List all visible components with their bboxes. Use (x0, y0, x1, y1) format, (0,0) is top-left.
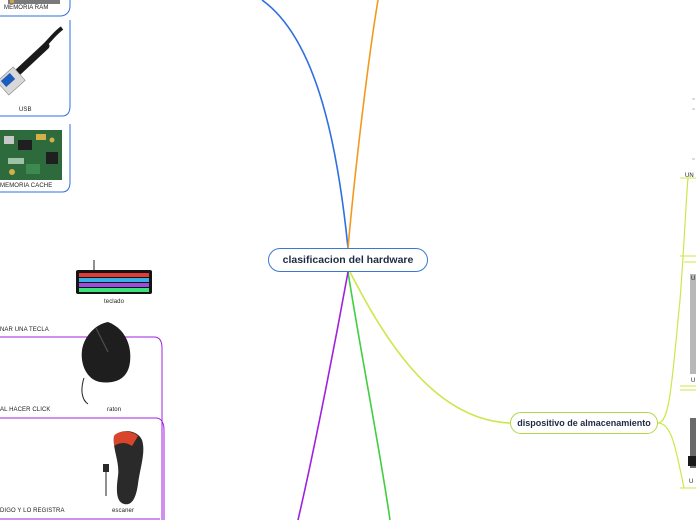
storage-image-2 (688, 418, 696, 468)
connector-storage-out (657, 177, 689, 424)
connector-purple (297, 271, 349, 520)
central-topic-node[interactable]: clasificacion del hardware (268, 248, 428, 272)
teclado-label: teclado (104, 299, 125, 305)
escaner-label: escaner (112, 508, 135, 514)
connector-storage-out2 (657, 422, 685, 489)
memoria-cache-label: MEMORIA CACHE (0, 183, 53, 189)
purple-frame-2 (0, 417, 165, 520)
usb-label: USB (19, 107, 32, 113)
teclado-image (76, 260, 152, 294)
storage-branch-node[interactable]: dispositivo de almacenamiento (510, 412, 658, 434)
blue-frame-3 (0, 124, 71, 193)
teclado-caption: NAR UNA TECLA (0, 327, 49, 333)
usb-icon (0, 26, 64, 96)
memoria-cache-image (0, 130, 62, 180)
connector-blue-top (261, 0, 349, 249)
memoria-ram-image (8, 0, 60, 4)
raton-image (81, 322, 131, 405)
blue-frame-2 (0, 20, 71, 117)
blue-frame-1 (0, 0, 71, 17)
purple-frame-1 (0, 336, 163, 520)
raton-label: raton (107, 407, 122, 413)
storage-faint-marks (692, 98, 695, 160)
storage-item-2-label: U (691, 276, 696, 282)
connector-storage (349, 271, 511, 424)
escaner-caption: DIGO Y LO REGISTRA (0, 508, 65, 514)
memoria-ram-label: MEMORIA RAM (4, 5, 49, 11)
connector-green (347, 271, 391, 520)
storage-item-1-label: UN (685, 173, 694, 179)
escaner-image (103, 431, 144, 505)
connector-orange (347, 0, 379, 249)
storage-item-3-label: U (691, 378, 696, 384)
raton-caption: AL HACER CLICK (0, 407, 51, 413)
storage-image-1 (690, 274, 696, 374)
storage-item-4-label: U (689, 479, 694, 485)
